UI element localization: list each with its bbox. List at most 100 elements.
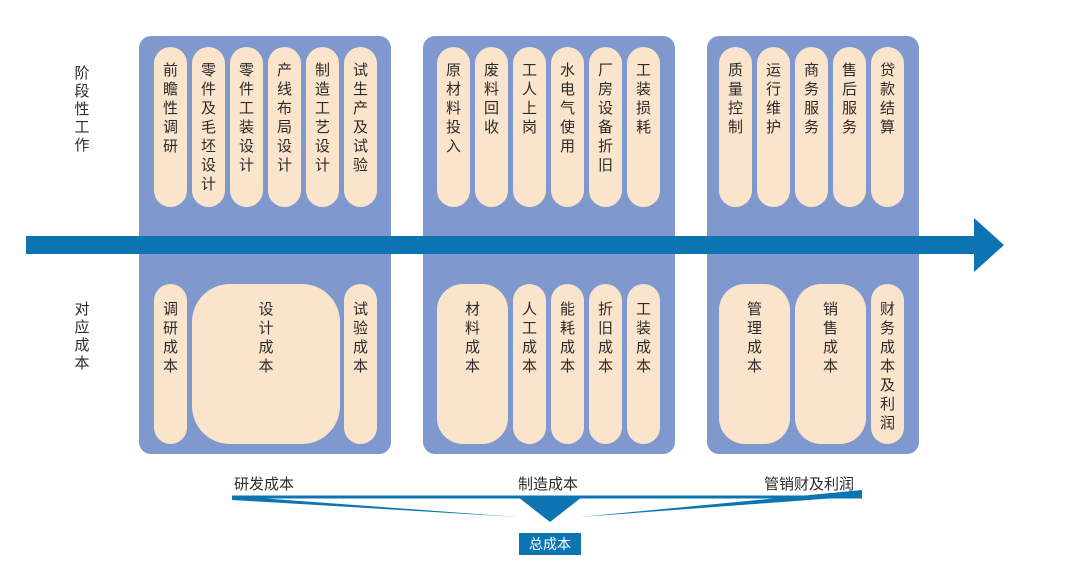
row-label-stage-work: 阶段性工作 — [66, 64, 98, 154]
vertical-char: 应 — [74, 318, 90, 336]
vertical-char: 润 — [879, 414, 895, 432]
vertical-char: 成 — [559, 338, 575, 356]
vertical-char: 制 — [727, 118, 743, 136]
stage-item: 试生产及试验 — [344, 47, 377, 207]
vertical-char: 服 — [841, 99, 857, 117]
vertical-char: 设 — [200, 156, 216, 174]
cost-item: 管理成本 — [719, 284, 790, 444]
summary-rd-cost: 研发成本 — [234, 475, 295, 493]
vertical-char: 研 — [162, 319, 178, 337]
vertical-char: 试 — [352, 61, 368, 79]
vertical-char: 成 — [635, 338, 651, 356]
vertical-char: 料 — [483, 80, 499, 98]
vertical-char: 服 — [803, 99, 819, 117]
vertical-char: 备 — [597, 118, 613, 136]
vertical-char: 废 — [483, 61, 499, 79]
vertical-char: 折 — [597, 300, 613, 318]
vertical-char: 对 — [74, 300, 90, 318]
cost-item: 人工成本 — [513, 284, 546, 444]
timeline-arrow-shaft — [26, 236, 976, 254]
vertical-char: 料 — [464, 319, 480, 337]
cost-item: 材料成本 — [437, 284, 508, 444]
cost-item: 折旧成本 — [589, 284, 622, 444]
vertical-char: 折 — [597, 137, 613, 155]
vertical-char: 成 — [879, 338, 895, 356]
vertical-char: 管 — [746, 300, 762, 318]
vertical-char: 控 — [727, 99, 743, 117]
vertical-char: 计 — [200, 175, 216, 193]
vertical-char: 局 — [276, 118, 292, 136]
vertical-char: 本 — [597, 357, 613, 375]
vertical-char: 护 — [765, 118, 781, 136]
vertical-char: 工 — [521, 319, 537, 337]
stage-item: 前瞻性调研 — [154, 47, 187, 207]
vertical-char: 能 — [559, 300, 575, 318]
cost-item: 销售成本 — [795, 284, 866, 444]
vertical-char: 务 — [803, 80, 819, 98]
vertical-char: 验 — [352, 156, 368, 174]
vertical-char: 性 — [74, 100, 90, 118]
vertical-char: 装 — [635, 80, 651, 98]
vertical-char: 岗 — [521, 118, 537, 136]
vertical-char: 本 — [258, 357, 274, 375]
vertical-char: 产 — [276, 61, 292, 79]
vertical-char: 回 — [483, 99, 499, 117]
stage-item: 商务服务 — [795, 47, 828, 207]
vertical-char: 理 — [746, 319, 762, 337]
vertical-char: 计 — [258, 319, 274, 337]
vertical-char: 质 — [727, 61, 743, 79]
vertical-char: 成 — [258, 338, 274, 356]
vertical-char: 调 — [162, 300, 178, 318]
vertical-char: 工 — [521, 61, 537, 79]
funnel-center-arrow — [518, 497, 582, 522]
vertical-char: 前 — [162, 61, 178, 79]
vertical-char: 产 — [352, 99, 368, 117]
vertical-char: 装 — [635, 319, 651, 337]
vertical-char: 计 — [276, 156, 292, 174]
vertical-char: 本 — [162, 357, 178, 375]
vertical-char: 旧 — [597, 156, 613, 174]
vertical-char: 本 — [822, 357, 838, 375]
vertical-char: 本 — [559, 357, 575, 375]
vertical-char: 维 — [765, 99, 781, 117]
vertical-char: 财 — [879, 300, 895, 318]
vertical-char: 收 — [483, 118, 499, 136]
vertical-char: 商 — [803, 61, 819, 79]
stage-item: 水电气使用 — [551, 47, 584, 207]
summary-sales-cost: 管销财及利润 — [764, 475, 855, 493]
vertical-char: 毛 — [200, 118, 216, 136]
vertical-char: 原 — [445, 61, 461, 79]
stage-item: 贷款结算 — [871, 47, 904, 207]
vertical-char: 贷 — [879, 61, 895, 79]
stage-item: 工人上岗 — [513, 47, 546, 207]
vertical-char: 装 — [238, 118, 254, 136]
vertical-char: 成 — [746, 338, 762, 356]
cost-item: 能耗成本 — [551, 284, 584, 444]
vertical-char: 房 — [597, 80, 613, 98]
vertical-char: 料 — [445, 99, 461, 117]
vertical-char: 工 — [635, 61, 651, 79]
cost-item: 设计成本 — [192, 284, 340, 444]
stage-item: 零件工装设计 — [230, 47, 263, 207]
vertical-char: 损 — [635, 99, 651, 117]
vertical-char: 研 — [162, 137, 178, 155]
row-label-cost: 对应成本 — [66, 300, 98, 372]
stage-item: 售后服务 — [833, 47, 866, 207]
vertical-char: 成 — [162, 338, 178, 356]
vertical-char: 设 — [238, 137, 254, 155]
vertical-char: 试 — [352, 300, 368, 318]
vertical-char: 人 — [521, 300, 537, 318]
vertical-char: 材 — [445, 80, 461, 98]
vertical-char: 本 — [352, 357, 368, 375]
vertical-char: 气 — [559, 99, 575, 117]
vertical-char: 成 — [822, 338, 838, 356]
cost-item: 调研成本 — [154, 284, 187, 444]
vertical-char: 人 — [521, 80, 537, 98]
vertical-char: 成 — [352, 338, 368, 356]
vertical-char: 工 — [238, 99, 254, 117]
vertical-char: 成 — [74, 336, 90, 354]
vertical-char: 调 — [162, 118, 178, 136]
vertical-char: 验 — [352, 319, 368, 337]
vertical-char: 制 — [314, 61, 330, 79]
